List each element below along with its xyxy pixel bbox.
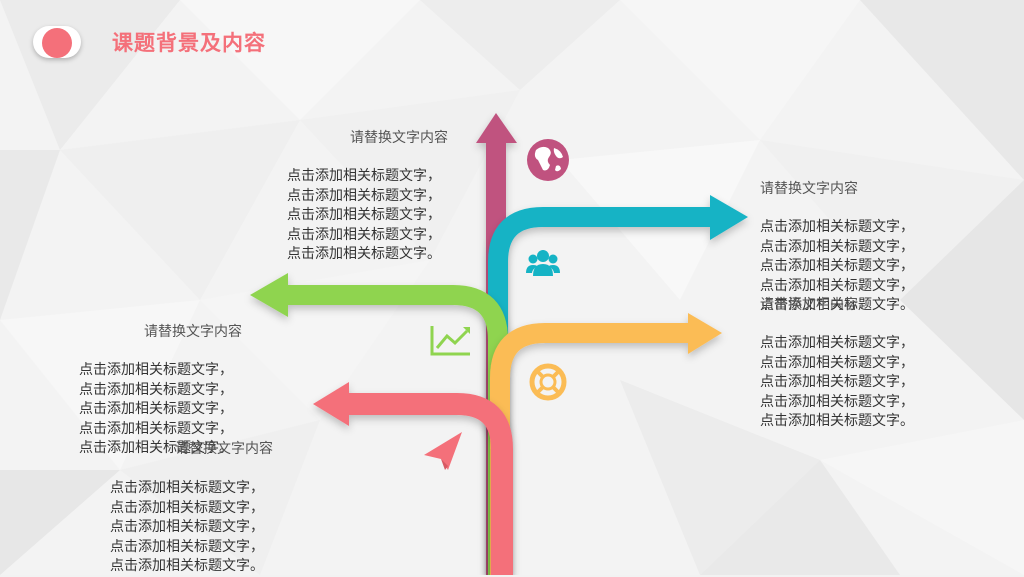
block-2-line: 点击添加相关标题文字， bbox=[760, 219, 914, 235]
block-1-line: 点击添加相关标题文字， bbox=[287, 207, 441, 223]
page-title: 课题背景及内容 bbox=[112, 31, 266, 55]
block-3-line: 点击添加相关标题文字， bbox=[760, 335, 914, 351]
arrow-teal-head bbox=[710, 195, 748, 240]
arrow-yellow-body bbox=[490, 323, 690, 575]
trend-chart-icon bbox=[430, 326, 470, 356]
header-badge-dot bbox=[42, 28, 72, 58]
block-4-line: 点击添加相关标题文字， bbox=[79, 401, 233, 417]
block-5-line: 点击添加相关标题文字， bbox=[110, 480, 264, 496]
block-1-label: 请替换文字内容 bbox=[350, 130, 448, 146]
arrow-teal-body bbox=[488, 207, 712, 575]
arrow-teal bbox=[488, 195, 748, 575]
lifebuoy-icon bbox=[529, 363, 567, 401]
block-1-line: 点击添加相关标题文字， bbox=[287, 187, 441, 204]
arrow-coral-body bbox=[346, 393, 513, 575]
block-1-line: 点击添加相关标题文字， bbox=[287, 168, 441, 184]
block-1-line: 点击添加相关标题文字。 bbox=[287, 246, 441, 262]
block-4-body: 点击添加相关标题文字， 点击添加相关标题文字， 点击添加相关标题文字， 点击添加… bbox=[79, 361, 233, 459]
block-4-label: 请替换文字内容 bbox=[144, 324, 242, 340]
arrow-coral-head bbox=[313, 382, 349, 426]
arrow-green-head bbox=[250, 273, 288, 317]
block-5-line: 点击添加相关标题文字， bbox=[110, 499, 264, 516]
block-3-line: 点击添加相关标题文字， bbox=[760, 354, 914, 371]
block-4-line: 点击添加相关标题文字， bbox=[79, 420, 233, 437]
block-5-line: 点击添加相关标题文字。 bbox=[110, 558, 264, 574]
paper-plane-icon bbox=[424, 432, 462, 470]
arrow-green bbox=[250, 273, 508, 575]
globe-icon bbox=[527, 139, 569, 181]
block-3-label: 请替换文字内容 bbox=[760, 297, 858, 313]
block-2-line: 点击添加相关标题文字， bbox=[760, 277, 914, 294]
block-3-line: 点击添加相关标题文字。 bbox=[760, 413, 914, 429]
block-2-line: 点击添加相关标题文字。 bbox=[760, 297, 914, 313]
arrow-yellow-head bbox=[688, 313, 722, 354]
block-4-line: 点击添加相关标题文字， bbox=[79, 381, 233, 398]
block-5-line: 点击添加相关标题文字， bbox=[110, 538, 264, 555]
block-1-line: 点击添加相关标题文字， bbox=[287, 226, 441, 243]
arrow-green-body bbox=[285, 285, 508, 575]
block-2-line: 点击添加相关标题文字， bbox=[760, 238, 914, 255]
block-2-label: 请替换文字内容 bbox=[760, 181, 858, 197]
block-2-body: 点击添加相关标题文字， 点击添加相关标题文字， 点击添加相关标题文字， 点击添加… bbox=[760, 218, 914, 316]
block-3-body: 点击添加相关标题文字， 点击添加相关标题文字， 点击添加相关标题文字， 点击添加… bbox=[760, 334, 914, 432]
block-1-body: 点击添加相关标题文字， 点击添加相关标题文字， 点击添加相关标题文字， 点击添加… bbox=[287, 167, 441, 265]
block-2-line: 点击添加相关标题文字， bbox=[760, 258, 914, 274]
block-5-label: 请替换文字内容 bbox=[175, 441, 273, 457]
block-3-line: 点击添加相关标题文字， bbox=[760, 393, 914, 410]
block-4-line: 点击添加相关标题文字。 bbox=[79, 440, 233, 456]
arrow-yellow bbox=[490, 313, 722, 575]
arrow-coral bbox=[313, 382, 513, 575]
people-icon bbox=[526, 250, 560, 276]
block-5-line: 点击添加相关标题文字， bbox=[110, 519, 264, 535]
block-4-line: 点击添加相关标题文字， bbox=[79, 362, 233, 378]
block-3-line: 点击添加相关标题文字， bbox=[760, 374, 914, 390]
block-5-body: 点击添加相关标题文字， 点击添加相关标题文字， 点击添加相关标题文字， 点击添加… bbox=[110, 479, 264, 577]
arrow-pink-head bbox=[476, 113, 517, 143]
